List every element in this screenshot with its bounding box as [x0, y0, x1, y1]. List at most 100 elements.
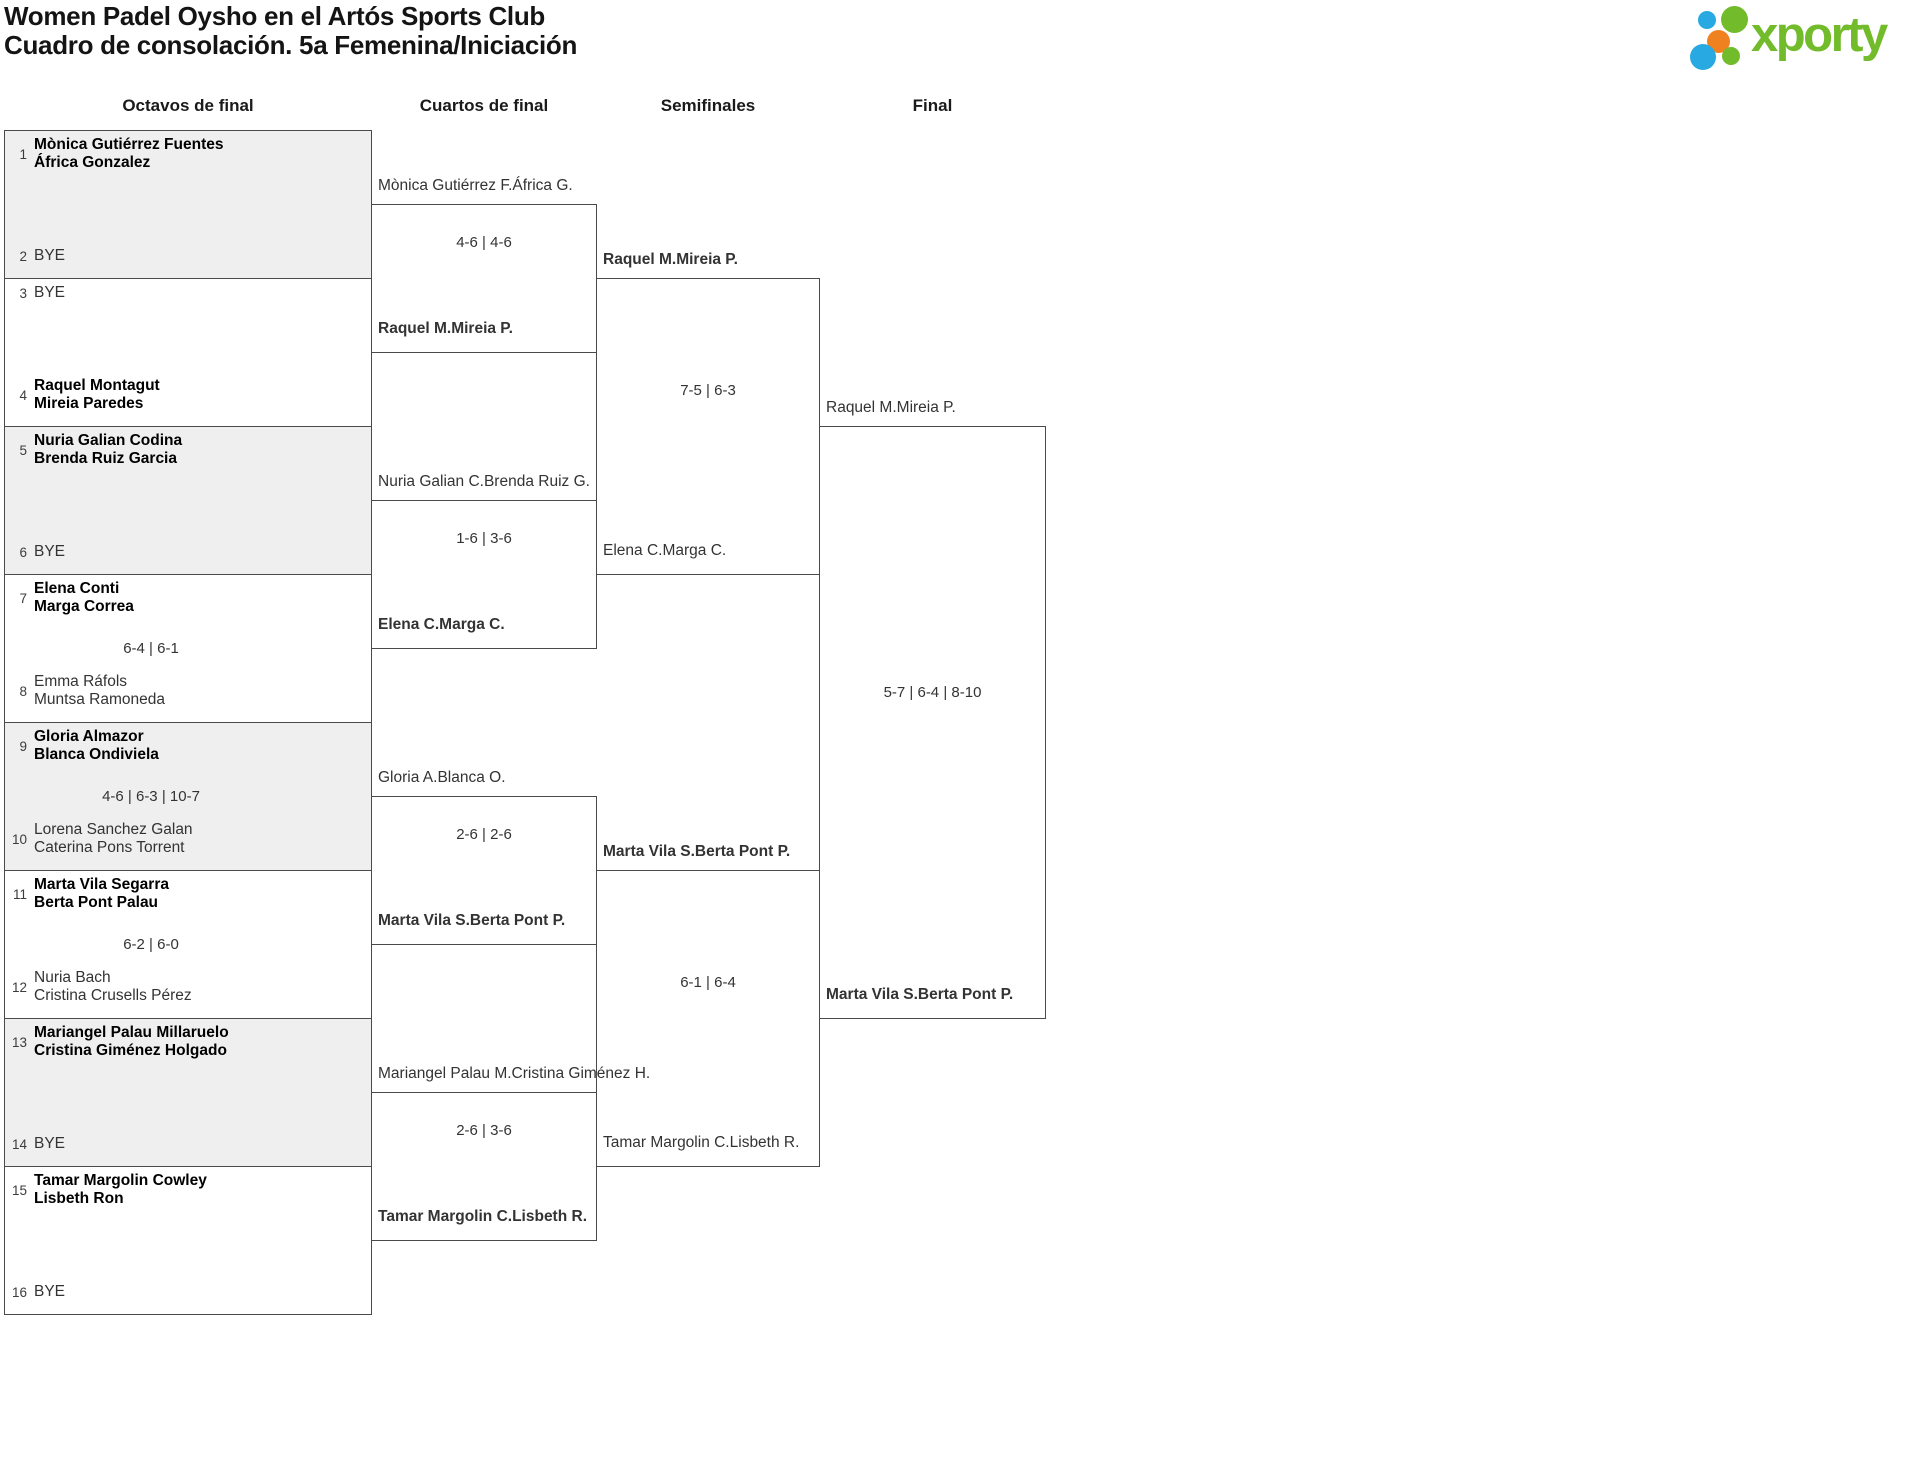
qf-match-3: Gloria A.Blanca O. 2-6 | 2-6 Marta Vila … [371, 769, 597, 945]
seed-number: 8 [19, 683, 27, 699]
team-name: BYE [34, 284, 66, 301]
xporty-logo: xporty [1683, 2, 1918, 78]
seed-number: 3 [19, 285, 27, 301]
match-score: 2-6 | 2-6 [456, 826, 512, 843]
match-score: 4-6 | 4-6 [456, 234, 512, 251]
round-header-semis: Semifinales [660, 96, 756, 115]
participant-top: Mariangel Palau M.Cristina Giménez H. [378, 1065, 651, 1082]
seed-number: 14 [11, 1136, 27, 1152]
match-score: 6-2 | 6-0 [123, 935, 179, 953]
team-name: BYE [34, 247, 66, 264]
logo-dot-blue-small [1698, 11, 1716, 29]
seed-number: 4 [19, 387, 27, 403]
seed-number: 6 [19, 544, 27, 560]
logo-dot-green-small [1722, 47, 1740, 65]
team-name: BYE [34, 1135, 66, 1152]
match-score: 2-6 | 3-6 [456, 1122, 512, 1139]
participant-bottom: Raquel M.Mireia P. [378, 320, 513, 337]
logo-dot-blue-large [1690, 44, 1716, 70]
participant-bottom: Tamar Margolin C.Lisbeth R. [603, 1134, 800, 1151]
page-subtitle: Cuadro de consolación. 5a Femenina/Inici… [4, 30, 578, 60]
seed-number: 7 [19, 590, 27, 606]
participant-bottom: Elena C.Marga C. [378, 616, 505, 633]
round-header-cuartos: Cuartos de final [419, 96, 549, 115]
seed-number: 9 [19, 738, 27, 754]
participant-top: Marta Vila S.Berta Pont P. [603, 843, 791, 860]
round-header-octavos: Octavos de final [122, 96, 254, 115]
seed-number: 16 [11, 1284, 27, 1300]
qf-match-4: Mariangel Palau M.Cristina Giménez H. 2-… [371, 1065, 650, 1241]
logo-dot-green-large [1721, 6, 1748, 33]
seed-number: 10 [11, 831, 27, 847]
sf-match-2: Marta Vila S.Berta Pont P. 6-1 | 6-4 Tam… [596, 843, 820, 1167]
qf-match-1: Mònica Gutiérrez F.África G. 4-6 | 4-6 R… [371, 177, 597, 353]
team-name: BYE [34, 1283, 66, 1300]
match-score: 1-6 | 3-6 [456, 530, 512, 547]
participant-bottom: Marta Vila S.Berta Pont P. [378, 912, 566, 929]
participant-bottom: Marta Vila S.Berta Pont P. [826, 986, 1014, 1003]
seed-number: 1 [19, 146, 27, 162]
match-score: 6-1 | 6-4 [680, 974, 736, 991]
match-score: 7-5 | 6-3 [680, 382, 736, 399]
participant-top: Raquel M.Mireia P. [603, 251, 738, 268]
participant-top: Nuria Galian C.Brenda Ruiz G. [378, 473, 590, 490]
bracket-slot: 3 BYE [10, 284, 367, 302]
page-title: Women Padel Oysho en el Artós Sports Clu… [4, 1, 546, 31]
participant-top: Mònica Gutiérrez F.África G. [378, 177, 573, 194]
participant-top: Gloria A.Blanca O. [378, 769, 506, 786]
match-score: 6-4 | 6-1 [123, 639, 179, 657]
participant-bottom: Elena C.Marga C. [603, 542, 727, 559]
bracket-slot: 2 BYE [10, 247, 367, 265]
match-score: 5-7 | 6-4 | 8-10 [883, 684, 982, 701]
bracket-slot: 6 BYE [10, 543, 367, 561]
seed-number: 2 [19, 248, 27, 264]
participant-bottom: Tamar Margolin C.Lisbeth R. [378, 1208, 587, 1225]
logo-wordmark: xporty [1751, 8, 1888, 62]
logo-dot-orange [1707, 30, 1730, 53]
match-score: 4-6 | 6-3 | 10-7 [102, 787, 200, 805]
seed-number: 5 [19, 442, 27, 458]
seed-number: 11 [12, 886, 27, 902]
sf-match-1: Raquel M.Mireia P. 7-5 | 6-3 Elena C.Mar… [596, 251, 820, 575]
team-name: BYE [34, 543, 66, 560]
qf-match-2: Nuria Galian C.Brenda Ruiz G. 1-6 | 3-6 … [371, 473, 597, 649]
seed-number: 12 [11, 979, 27, 995]
seed-number: 13 [11, 1034, 27, 1050]
seed-number: 15 [11, 1182, 27, 1198]
round-header-final: Final [912, 96, 953, 115]
bracket-slot: 16 BYE [10, 1283, 367, 1301]
bracket-slot: 14 BYE [10, 1135, 367, 1153]
participant-top: Raquel M.Mireia P. [826, 399, 956, 416]
